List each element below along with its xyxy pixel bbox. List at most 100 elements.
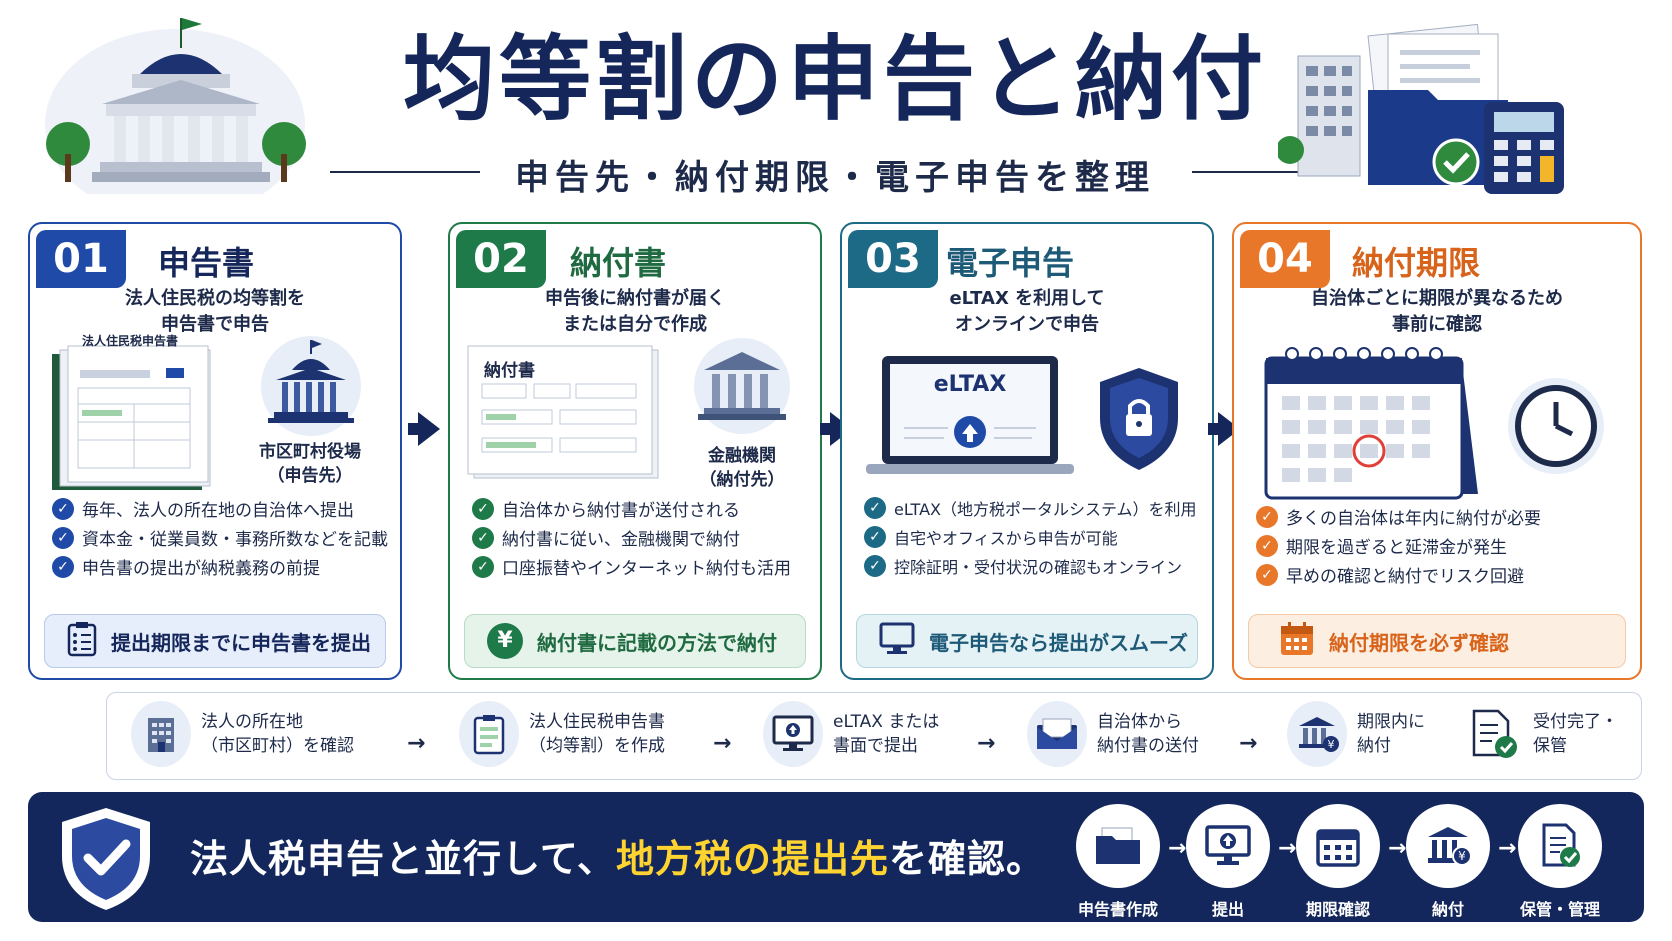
banner-step: 期限確認 (1292, 804, 1384, 920)
card-description: 申告後に納付書が届く または自分で作成 (470, 286, 800, 338)
monitor-upload-icon (1186, 804, 1270, 888)
flow-line: 法人住民税申告書 (529, 712, 665, 732)
flow-step-text: 受付完了・保管 (1533, 710, 1618, 758)
laptop-illustration (864, 354, 1076, 484)
bullet-item: ✓ 控除証明・受付状況の確認もオンライン (864, 554, 1182, 578)
calendar-illustration (1262, 344, 1482, 504)
banner-message: 法人税申告と並行して、地方税の提出先を確認。 (190, 828, 1045, 883)
banner-highlight-text: 地方税の提出先 (615, 837, 889, 881)
folder-icon (1076, 804, 1160, 888)
card-title: 納付期限 (1352, 244, 1481, 282)
declaration-document-illustration (48, 344, 218, 494)
bullet-item: ✓多くの自治体は年内に納付が必要 (1256, 504, 1541, 529)
side-label-line: 市区町村役場 (259, 442, 361, 462)
subtitle-right-rule (1192, 171, 1342, 173)
banner-step: 申告書作成 (1072, 804, 1164, 920)
arrow-right-icon: → (1498, 836, 1517, 861)
banner-step-label: 提出 (1211, 900, 1244, 919)
desc-line: 事前に確認 (1392, 314, 1482, 335)
flow-line: 期限内に (1357, 712, 1425, 732)
flow-step-text: 期限内に納付 (1357, 710, 1425, 758)
yen-coin-icon: ¥ (487, 623, 523, 659)
banner-step: ¥ 納付 (1402, 804, 1494, 920)
arrow-right-icon (408, 412, 440, 446)
check-icon: ✓ (864, 555, 886, 577)
flow-line: 法人の所在地 (201, 712, 303, 732)
bullet-item: ✓eLTAX（地方税ポータルシステム）を利用 (864, 496, 1197, 520)
flow-line: 納付 (1357, 736, 1391, 756)
flow-step: 法人住民税申告書（均等割）を作成 (459, 701, 665, 767)
svg-text:¥: ¥ (1328, 738, 1335, 751)
bank-yen-icon: ¥ (1287, 701, 1347, 767)
bullet-text: 多くの自治体は年内に納付が必要 (1286, 509, 1541, 529)
check-icon: ✓ (1256, 563, 1278, 586)
flow-step-text: 法人住民税申告書（均等割）を作成 (529, 710, 665, 758)
callout-text: 提出期限までに申告書を提出 (111, 630, 371, 655)
side-label-line: （申告先） (267, 466, 353, 486)
flow-step-text: eLTAX または書面で提出 (833, 710, 939, 758)
flow-line: 書面で提出 (833, 736, 918, 756)
subtitle-left-rule (330, 171, 480, 173)
card-payment-slip: 02 納付書 申告後に納付書が届く または自分で作成 納付書 金融機関 （納付先… (448, 222, 822, 680)
government-building-illustration (40, 14, 310, 219)
office-folder-calculator-illustration (1276, 20, 1578, 195)
callout-text: 電子申告なら提出がスムーズ (929, 630, 1188, 655)
banner-step: 提出 (1182, 804, 1274, 920)
bank-yen-icon: ¥ (1406, 804, 1490, 888)
bullet-item: ✓ 自治体から納付書が送付される (472, 496, 740, 521)
bullet-text: 期限を過ぎると延滞金が発生 (1286, 538, 1507, 558)
page-title: 均等割の申告と納付 (402, 26, 1267, 133)
banner-step-label: 期限確認 (1305, 900, 1370, 919)
bullet-text: 自宅やオフィスから申告が可能 (894, 529, 1118, 548)
doc-title-label: 納付書 (484, 361, 535, 381)
clipboard-icon (459, 701, 519, 767)
payment-slip-illustration (464, 344, 660, 484)
bank-icon (682, 336, 802, 436)
eltax-screen-label: eLTAX (933, 372, 1007, 397)
arrow-right-icon: → (1168, 836, 1187, 861)
check-icon: ✓ (52, 497, 74, 520)
bottom-banner: 法人税申告と並行して、地方税の提出先を確認。 申告書作成 → 提出 → 期限確認… (28, 792, 1644, 922)
arrow-right-icon: → (1388, 836, 1407, 861)
flow-step-text: 自治体から納付書の送付 (1097, 710, 1199, 758)
callout-text: 納付書に記載の方法で納付 (537, 630, 777, 655)
check-icon: ✓ (472, 497, 494, 520)
check-icon: ✓ (52, 526, 74, 549)
callout-box: 納付期限を必ず確認 (1248, 614, 1626, 668)
check-icon: ✓ (472, 555, 494, 578)
flow-line: 納付書の送付 (1097, 736, 1199, 756)
bullet-text: 申告書の提出が納税義務の前提 (82, 559, 320, 579)
banner-step-label: 申告書作成 (1077, 900, 1158, 919)
arrow-right-icon: → (1278, 836, 1297, 861)
desc-line: 申告後に納付書が届く (545, 288, 725, 309)
monitor-upload-icon (763, 701, 823, 767)
bullet-item: ✓ 早めの確認と納付でリスク回避 (1256, 562, 1524, 587)
flow-line: eLTAX または (833, 712, 940, 732)
side-label-line: （納付先） (699, 470, 785, 490)
bullet-text: 納付書に従い、金融機関で納付 (502, 530, 740, 550)
bullet-text: 口座振替やインターネット納付も活用 (502, 559, 791, 579)
bullet-item: ✓期限を過ぎると延滞金が発生 (1256, 533, 1507, 558)
flow-step: 自治体から納付書の送付 (1027, 701, 1199, 767)
bullet-text: 毎年、法人の所在地の自治体へ提出 (82, 501, 354, 521)
arrow-right-icon: → (1239, 731, 1258, 756)
check-icon: ✓ (52, 555, 74, 578)
card-electronic-filing: 03 電子申告 eLTAX を利用して オンラインで申告 eLTAX ✓eLTA… (840, 222, 1214, 680)
flow-step: 受付完了・保管 (1463, 701, 1618, 767)
calendar-icon (1296, 804, 1380, 888)
flow-line: 保管 (1533, 736, 1567, 756)
banner-step: 保管・管理 (1514, 804, 1606, 920)
clock-icon (1506, 376, 1606, 476)
bullet-text: 控除証明・受付状況の確認もオンライン (894, 558, 1183, 577)
check-icon: ✓ (472, 526, 494, 549)
flow-step: ¥ 期限内に納付 (1287, 701, 1425, 767)
flow-step-text: 法人の所在地（市区町村）を確認 (201, 710, 354, 758)
check-icon: ✓ (864, 526, 886, 548)
bullet-text: 早めの確認と納付でリスク回避 (1286, 567, 1524, 587)
callout-box: 電子申告なら提出がスムーズ (856, 614, 1198, 668)
desktop-monitor-icon (879, 622, 915, 661)
card-declaration-form: 01 申告書 法人住民税の均等割を 申告書で申告 法人住民税申告書 市区町村役場… (28, 222, 402, 680)
city-hall-icon (248, 336, 374, 436)
doc-title-label: 法人住民税申告書 (82, 334, 179, 348)
bullet-text: 自治体から納付書が送付される (502, 501, 740, 521)
